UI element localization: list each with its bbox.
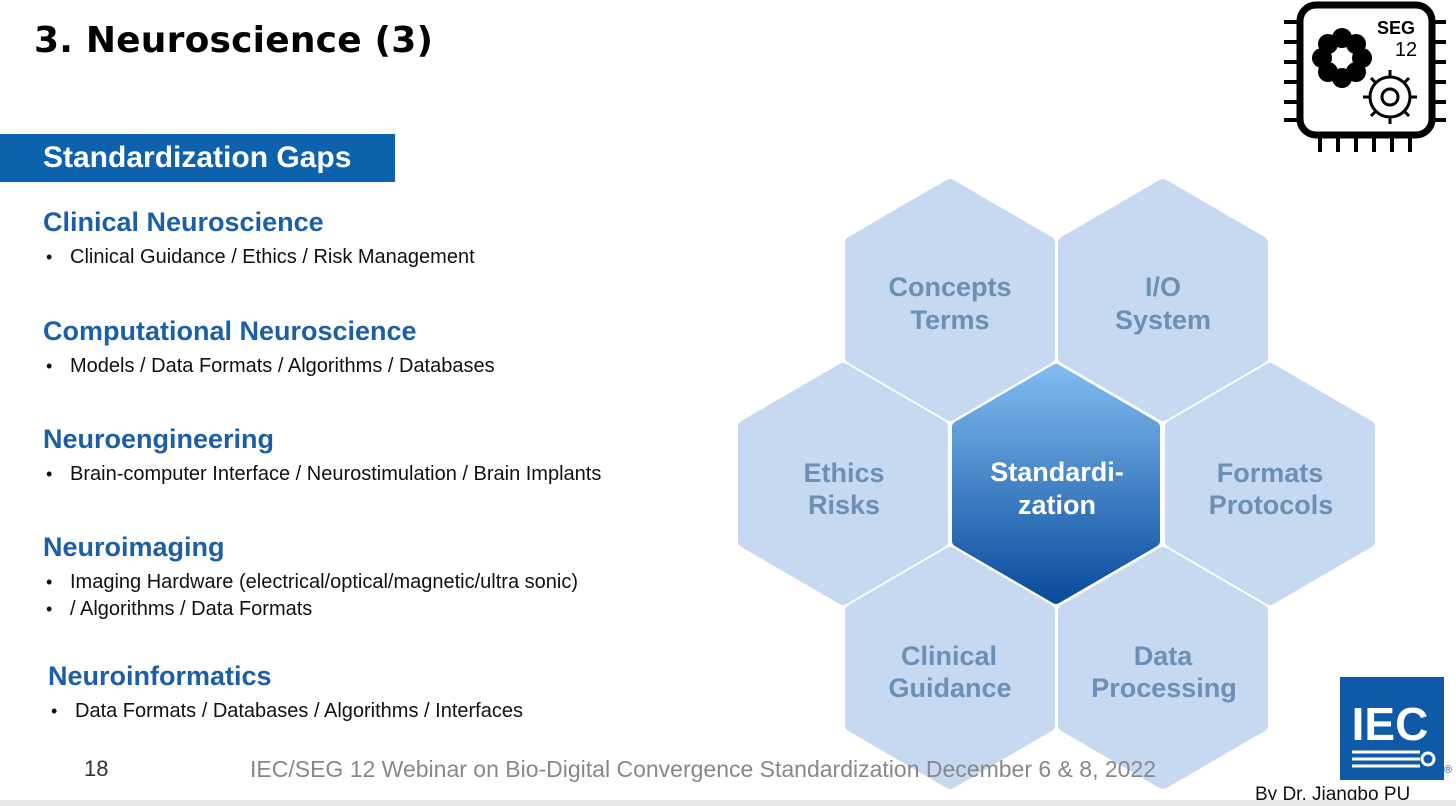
bullet-continuation: / Algorithms / Data Formats bbox=[43, 596, 578, 623]
iec-logo-text: IEC bbox=[1352, 698, 1429, 750]
hex-label-line1: Formats bbox=[1217, 458, 1324, 488]
section-heading: Clinical Neuroscience bbox=[43, 207, 324, 237]
section-neuroinformatics: Neuroinformatics Data Formats / Database… bbox=[48, 661, 523, 725]
section-heading: Neuroimaging bbox=[43, 532, 225, 562]
bullet-item: Brain-computer Interface / Neurostimulat… bbox=[43, 461, 601, 488]
standardization-gaps-banner: Standardization Gaps bbox=[0, 134, 395, 182]
hex-label-line1: Data bbox=[1134, 641, 1194, 671]
section-clinical-neuroscience: Clinical Neuroscience Clinical Guidance … bbox=[43, 207, 475, 271]
hex-label-line2: System bbox=[1115, 305, 1211, 335]
section-heading: Neuroengineering bbox=[43, 424, 275, 454]
bullet-item: Imaging Hardware (electrical/optical/mag… bbox=[43, 569, 578, 596]
registered-mark: ® bbox=[1444, 764, 1453, 776]
hex-label-line1: Ethics bbox=[803, 458, 884, 488]
section-computational-neuroscience: Computational Neuroscience Models / Data… bbox=[43, 316, 495, 380]
page-number: 18 bbox=[84, 756, 109, 781]
hex-label-line2: Protocols bbox=[1209, 490, 1334, 520]
bullet-item: Clinical Guidance / Ethics / Risk Manage… bbox=[43, 244, 475, 271]
hex-formats-protocols: Formats Protocols bbox=[1165, 363, 1375, 605]
hex-clinical-guidance: Clinical Guidance bbox=[845, 547, 1055, 789]
hex-standardization-center: Standardi- zation bbox=[952, 364, 1160, 604]
section-heading: Neuroinformatics bbox=[48, 661, 272, 691]
hex-label-line1: Clinical bbox=[901, 641, 997, 671]
bullet-item: Data Formats / Databases / Algorithms / … bbox=[48, 698, 523, 725]
hex-label-line2: Terms bbox=[910, 305, 989, 335]
hex-label-line2: Guidance bbox=[888, 673, 1011, 703]
section-neuroengineering: Neuroengineering Brain-computer Interfac… bbox=[43, 424, 601, 488]
slide-title: 3. Neuroscience (3) bbox=[34, 20, 434, 61]
author-byline: By Dr. Jiangbo PU bbox=[1255, 784, 1411, 805]
hex-label-line2: Risks bbox=[808, 490, 880, 520]
iec-logo: IEC bbox=[1340, 677, 1444, 780]
bottom-divider bbox=[0, 800, 1456, 806]
section-neuroimaging: Neuroimaging Imaging Hardware (electrica… bbox=[43, 532, 578, 623]
footer-text: IEC/SEG 12 Webinar on Bio-Digital Conver… bbox=[250, 756, 1157, 782]
hex-concepts-terms: Concepts Terms bbox=[845, 179, 1055, 421]
seg12-chip-logo: SEG 12 bbox=[1284, 1, 1446, 152]
hex-label-line1: Standardi- bbox=[990, 457, 1124, 487]
seg-logo-text: SEG bbox=[1377, 18, 1415, 38]
hex-io-system: I/O System bbox=[1058, 179, 1268, 421]
hex-label-line2: zation bbox=[1018, 490, 1096, 520]
hex-label-line2: Processing bbox=[1091, 673, 1237, 703]
hex-ethics-risks: Ethics Risks bbox=[738, 363, 948, 605]
hex-label-line1: Concepts bbox=[888, 272, 1011, 302]
bullet-item: Models / Data Formats / Algorithms / Dat… bbox=[43, 353, 495, 380]
hex-data-processing: Data Processing bbox=[1058, 547, 1268, 789]
gear-icon bbox=[1363, 70, 1417, 124]
seg-logo-number: 12 bbox=[1395, 39, 1417, 61]
section-heading: Computational Neuroscience bbox=[43, 316, 417, 346]
hex-label-line1: I/O bbox=[1145, 272, 1181, 302]
flower-icon bbox=[1312, 28, 1372, 88]
